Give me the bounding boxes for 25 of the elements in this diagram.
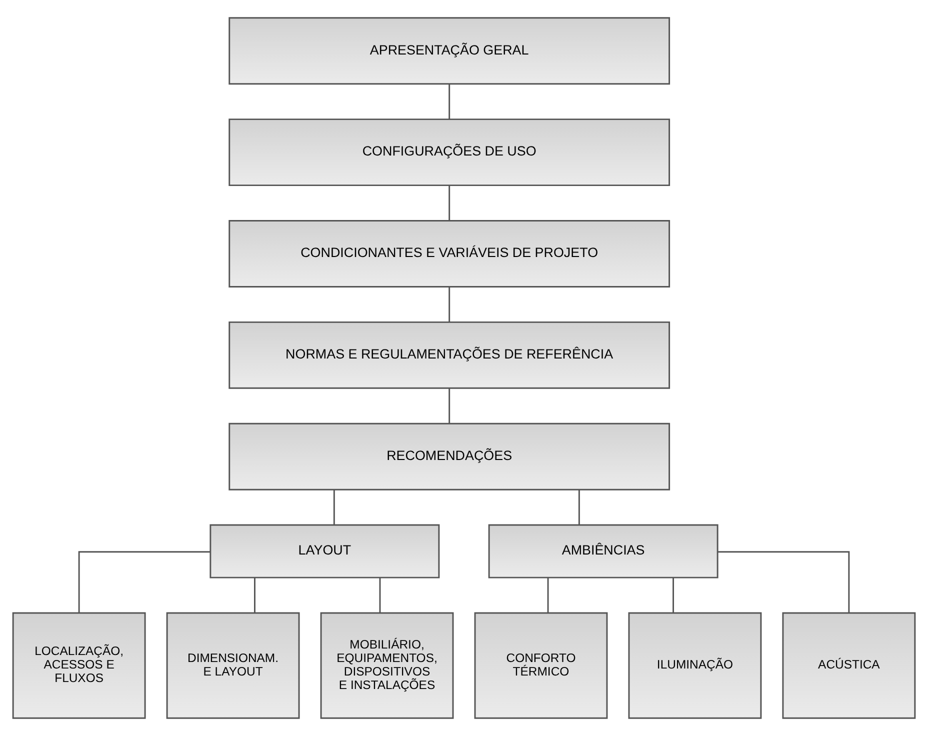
node-box: APRESENTAÇÃO GERAL — [228, 16, 670, 84]
node-box: AMBIÊNCIAS — [488, 524, 718, 578]
node-box: LOCALIZAÇÃO, ACESSOS E FLUXOS — [12, 612, 146, 718]
node-box: RECOMENDAÇÕES — [228, 422, 670, 490]
node-box: LAYOUT — [210, 524, 440, 578]
node-box: MOBILIÁRIO, EQUIPAMENTOS, DISPOSITIVOS E INSTALAÇÕES — [320, 612, 454, 718]
connector — [578, 489, 580, 524]
connector — [379, 577, 381, 612]
node-box: ILUMINAÇÃO — [628, 612, 762, 718]
connector — [718, 550, 850, 612]
connector — [672, 577, 674, 612]
node-box: DIMENSIONAM. E LAYOUT — [166, 612, 300, 718]
node-box: CONFORTO TÉRMICO — [474, 612, 608, 718]
node-box: NORMAS E REGULAMENTAÇÕES DE REFERÊNCIA — [228, 320, 670, 388]
connector — [547, 577, 549, 612]
connector — [448, 84, 450, 119]
node-box: CONFIGURAÇÕES DE USO — [228, 118, 670, 186]
connector — [78, 550, 210, 612]
node-box: ACÚSTICA — [782, 612, 916, 718]
node-box: CONDICIONANTES E VARIÁVEIS DE PROJETO — [228, 220, 670, 287]
connector — [448, 185, 450, 220]
connector — [448, 388, 450, 423]
connector — [448, 286, 450, 322]
connector — [254, 577, 256, 612]
connector — [333, 489, 335, 524]
